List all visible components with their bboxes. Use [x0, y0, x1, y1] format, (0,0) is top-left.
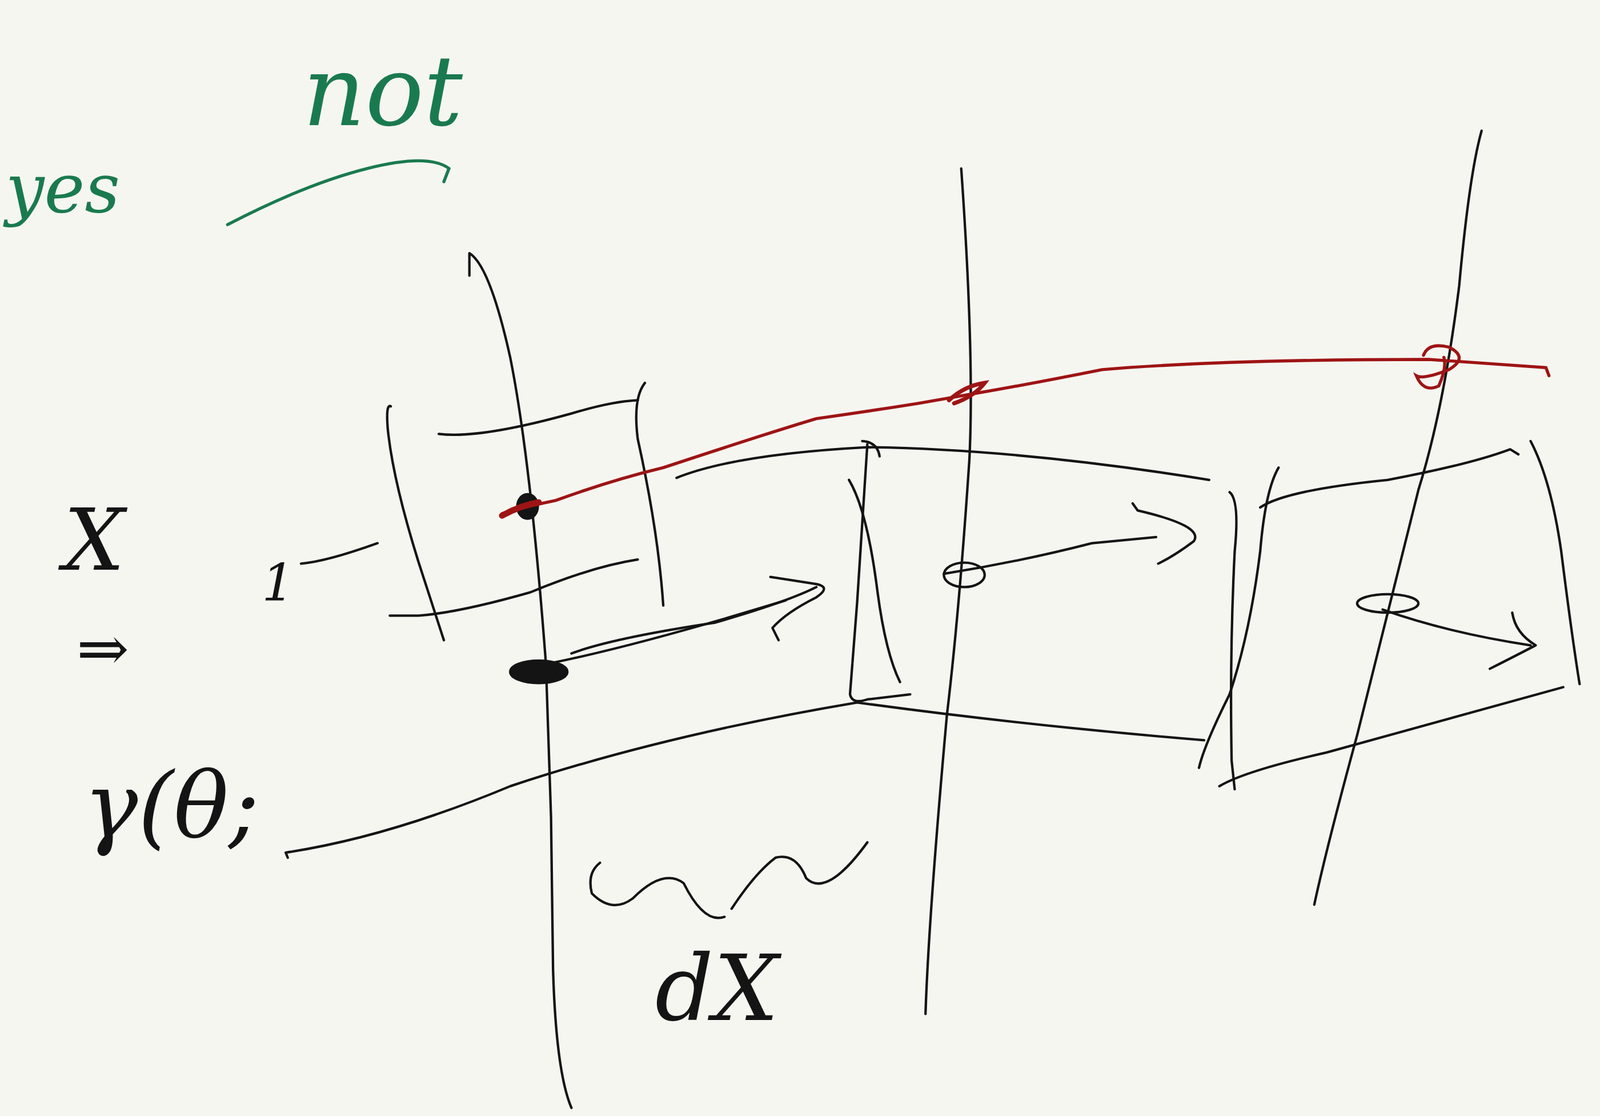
green-note: yes — [5, 154, 120, 223]
green-note: not — [302, 42, 463, 140]
math-expression: dX — [655, 942, 779, 1034]
math-symbol: X — [63, 496, 126, 583]
math-symbol: ⇒ — [76, 616, 130, 680]
math-expression: γ(θ; — [83, 759, 260, 852]
math-symbol: 1 — [261, 556, 295, 609]
